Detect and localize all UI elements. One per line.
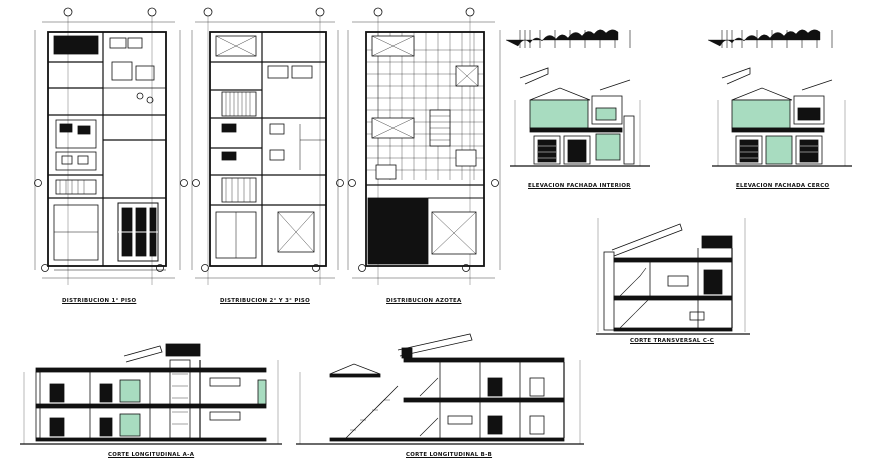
sec-transversal-title: CORTE TRANSVERSAL C-C <box>630 338 715 344</box>
sec-transversal-drawing <box>596 218 750 335</box>
plan-3-title: DISTRIBUCION AZOTEA <box>386 298 462 304</box>
plan-2-title: DISTRIBUCION 2° Y 3° PISO <box>220 298 310 304</box>
plan-3-drawing <box>347 7 501 285</box>
sec-bb-title: CORTE LONGITUDINAL B-B <box>406 452 493 458</box>
sec-aa-drawing <box>20 343 282 445</box>
elev-interior-drawing <box>505 29 650 167</box>
plan-2-drawing <box>191 7 344 285</box>
plan-1-title: DISTRIBUCION 1° PISO <box>62 298 137 304</box>
elev-cerco-title: ELEVACION FACHADA CERCO <box>736 183 830 189</box>
elev-cerco-drawing <box>707 29 852 167</box>
plan-1-drawing <box>34 7 188 285</box>
elev-interior-title: ELEVACION FACHADA INTERIOR <box>528 183 631 189</box>
sec-bb-drawing <box>296 333 584 445</box>
sec-aa-title: CORTE LONGITUDINAL A-A <box>108 452 195 458</box>
